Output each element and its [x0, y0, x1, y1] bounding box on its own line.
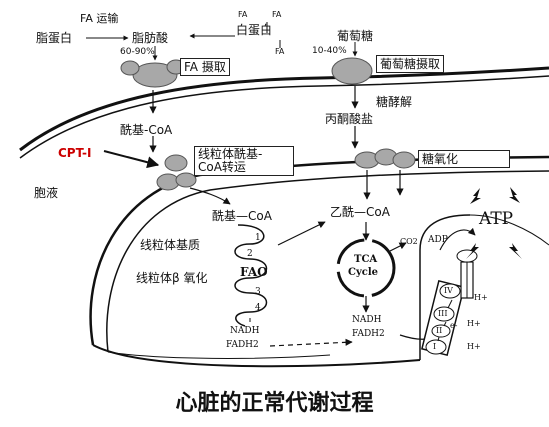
adp-label: ADP	[428, 235, 448, 245]
cpt1-label: CPT-I	[58, 146, 92, 160]
glycolysis-label: 糖酵解	[376, 95, 413, 109]
figure-caption: 心脏的正常代谢过程	[175, 390, 374, 416]
albumin-label: 白蛋白	[236, 23, 273, 37]
fa-small-label-1: FA	[238, 10, 248, 19]
cpt-transporter	[156, 154, 197, 191]
glucose-transporter	[331, 57, 373, 85]
acetyl-coa-label: 乙酰—CoA	[330, 205, 390, 219]
fadh2-left-label: FADH2	[226, 340, 259, 350]
h-plus-label-3: H+	[467, 342, 481, 351]
complex-iii-label: III	[438, 309, 448, 318]
cell-membrane-inner	[19, 75, 549, 159]
complex-i-label: I	[433, 342, 437, 351]
fao-step-4: 4	[255, 303, 261, 313]
fao-label: FAO	[240, 265, 268, 279]
glucose-label: 葡萄糖	[337, 29, 374, 43]
fao-step-2: 2	[247, 249, 253, 259]
atp-label: ATP	[479, 209, 514, 229]
carnitine-transport-line1: 线粒体酰基-	[198, 147, 263, 161]
pyruvate-label: 丙酮酸盐	[325, 112, 374, 126]
h-plus-label-2: H+	[467, 319, 481, 328]
acyl-coa-cytosol-label: 酰基-CoA	[120, 123, 173, 137]
tca-label: TCA	[354, 254, 378, 265]
carnitine-transport-line2: CoA转运	[198, 160, 246, 175]
electron-label: e-	[450, 321, 458, 330]
carnitine-transport-box: 线粒体酰基- CoA转运	[194, 146, 294, 177]
mito-bottom-inner	[107, 351, 331, 359]
beta-oxidation-label: 线粒体β 氧化	[136, 271, 208, 285]
glucose-oxidation-box: 糖氧化	[418, 150, 510, 169]
fao-step-3: 3	[255, 287, 261, 297]
tca-cycle-graphic	[336, 238, 407, 298]
h-plus-label-1: H+	[474, 293, 488, 302]
nadh-right-label: NADH	[352, 315, 382, 325]
fadh2-right-label: FADH2	[352, 329, 385, 339]
glucose-uptake-box: 葡萄糖摄取	[376, 55, 445, 74]
cycle-label: Cycle	[348, 267, 379, 278]
etc-complexes	[421, 279, 465, 357]
co2-label: CO2	[400, 237, 418, 246]
mito-inner-membrane	[106, 170, 549, 353]
mito-matrix-label: 线粒体基质	[140, 238, 201, 252]
fa-small-label-2: FA	[272, 10, 282, 19]
mito-matrix-boundary	[419, 214, 471, 360]
fa-small-label-3: FA	[275, 47, 285, 56]
lipoprotein-label: 脂蛋白	[36, 31, 73, 45]
complex-iv-label: IV	[444, 286, 453, 295]
acyl-coa-mito-label: 酰基—CoA	[212, 209, 272, 223]
nadh-left-label: NADH	[230, 326, 260, 336]
complex-ii-label: II	[436, 326, 443, 335]
atp-sparks	[466, 187, 522, 259]
fa-transporter	[120, 59, 186, 88]
glucose-percent-label: 10-40%	[312, 46, 347, 56]
fa-percent-label: 60-90%	[120, 47, 155, 57]
pyruvate-carrier	[354, 148, 416, 169]
fao-spiral	[234, 224, 268, 327]
fa-transport-label: FA 运输	[80, 12, 119, 25]
mito-right-edge	[469, 214, 549, 246]
fatty-acid-label: 脂肪酸	[132, 31, 169, 45]
fao-step-1: 1	[255, 233, 261, 243]
fa-uptake-box: FA 摄取	[180, 58, 230, 77]
cytosol-label: 胞液	[34, 186, 59, 200]
cell-membrane-outer	[19, 66, 549, 152]
